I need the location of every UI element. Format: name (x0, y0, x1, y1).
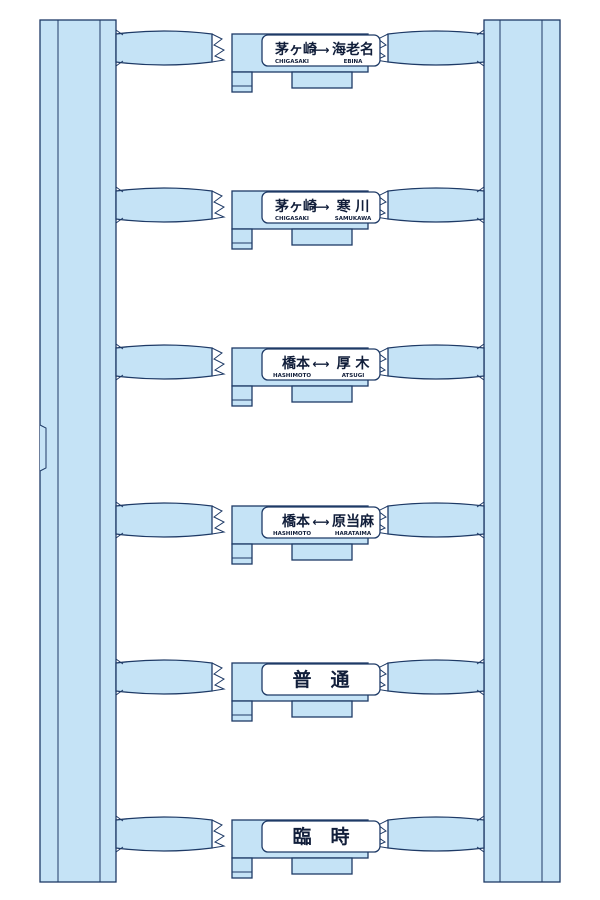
gate-bar-right (387, 659, 485, 695)
gate-flare (476, 186, 485, 224)
gate-bar-left (115, 187, 213, 223)
mount-peg (231, 71, 253, 93)
arrow-icon: ⟷ (312, 357, 329, 371)
gate-tip-left (211, 33, 226, 63)
destination-plate (261, 506, 381, 539)
destination-plate (261, 348, 381, 381)
gate-tip-left (211, 190, 226, 220)
origin-en-label: CHIGASAKI (275, 59, 309, 65)
left-runner (39, 19, 117, 883)
runner-frame (39, 19, 561, 883)
gate-bar-left (115, 30, 213, 66)
gate-tip-left (211, 662, 226, 692)
destination-plate (261, 820, 381, 853)
mount-peg (231, 228, 253, 250)
gate-flare (115, 186, 124, 224)
origin-jp-label: 茅ヶ崎 (275, 198, 317, 215)
sign-rinji: 臨 時 (115, 815, 485, 879)
mount-bracket (291, 228, 353, 246)
gate-bar-right (387, 30, 485, 66)
gate-flare (115, 658, 124, 696)
gate-bar-right (387, 187, 485, 223)
sign-hashimoto-harataima: 橋本⟷原当麻 HASHIMOTO HARATAIMA (115, 501, 485, 565)
left-runner-tab (39, 424, 47, 472)
gate-bar-right (387, 816, 485, 852)
gate-bar-left (115, 659, 213, 695)
mount-peg (231, 857, 253, 879)
mount-bracket (291, 71, 353, 89)
gate-tip-left (211, 505, 226, 535)
origin-en-label: HASHIMOTO (273, 373, 311, 379)
mount-peg (231, 543, 253, 565)
destination-plate (261, 191, 381, 224)
mount-peg (231, 700, 253, 722)
gate-flare (476, 29, 485, 67)
gate-bar-right (387, 502, 485, 538)
destination-en-label: EBINA (344, 59, 364, 65)
service-type-label: 臨 時 (292, 825, 349, 848)
arrow-icon: ⟷ (312, 200, 329, 214)
arrow-icon: ⟷ (312, 43, 329, 57)
gate-bar-left (115, 816, 213, 852)
sign-chigasaki-samukawa: 茅ヶ崎⟷ 寒 川 CHIGASAKI SAMUKAWA (115, 186, 485, 250)
gate-bar-right (387, 344, 485, 380)
destination-jp-label: 厚 木 (337, 355, 371, 372)
gate-bar-left (115, 344, 213, 380)
gate-flare (115, 29, 124, 67)
gate-flare (115, 343, 124, 381)
mount-bracket (291, 385, 353, 403)
origin-jp-label: 茅ヶ崎 (275, 41, 317, 58)
sign-futsu: 普 通 (115, 658, 485, 722)
sign-chigasaki-ebina: 茅ヶ崎⟷海老名 CHIGASAKI EBINA (115, 29, 485, 93)
origin-en-label: HASHIMOTO (273, 531, 311, 537)
gate-flare (115, 501, 124, 539)
gate-flare (476, 658, 485, 696)
gate-tip-left (211, 819, 226, 849)
destination-plate (261, 34, 381, 67)
destination-en-label: SAMUKAWA (335, 216, 372, 222)
origin-en-label: CHIGASAKI (275, 216, 309, 222)
right-runner (483, 19, 561, 883)
mount-bracket (291, 857, 353, 875)
destination-jp-label: 原当麻 (332, 513, 375, 530)
destination-en-label: ATSUGI (342, 373, 365, 379)
service-type-label: 普 通 (292, 668, 350, 691)
destination-jp-label: 海老名 (332, 41, 374, 58)
gate-flare (115, 815, 124, 853)
mount-bracket (291, 700, 353, 718)
origin-jp-label: 橋本 (282, 355, 311, 372)
mount-bracket (291, 543, 353, 561)
destination-jp-label: 寒 川 (337, 198, 370, 215)
destination-plate (261, 663, 381, 696)
gate-flare (476, 501, 485, 539)
gate-flare (476, 343, 485, 381)
gate-flare (476, 815, 485, 853)
origin-jp-label: 橋本 (282, 513, 311, 530)
sign-hashimoto-atsugi: 橋本⟷ 厚 木 HASHIMOTO ATSUGI (115, 343, 485, 407)
arrow-icon: ⟷ (312, 515, 329, 529)
gate-tip-left (211, 347, 226, 377)
destination-en-label: HARATAIMA (335, 531, 372, 537)
mount-peg (231, 385, 253, 407)
gate-bar-left (115, 502, 213, 538)
